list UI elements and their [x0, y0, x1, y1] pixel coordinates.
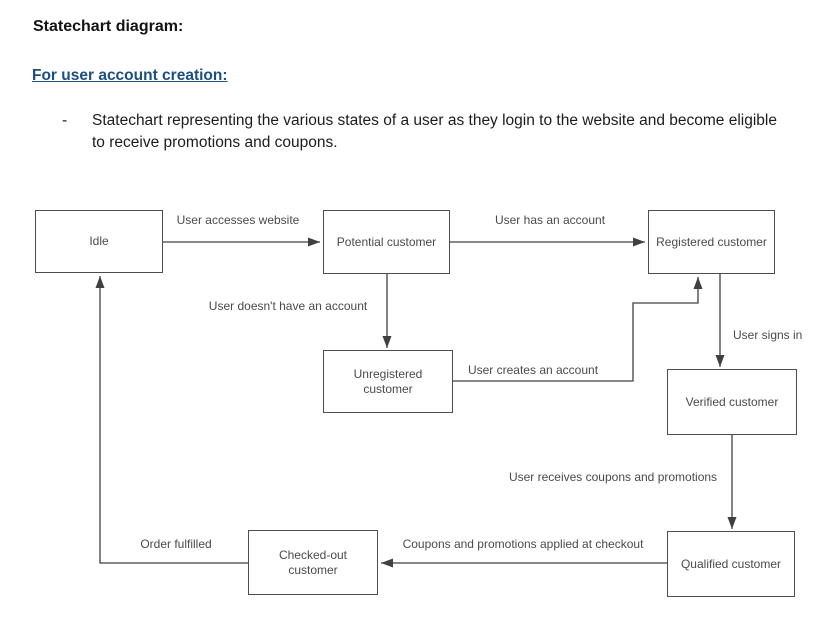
state-node-potential-customer: Potential customer [323, 210, 450, 274]
transition-label-user-signs-in: User signs in [733, 328, 803, 342]
state-label: Checked-out customer [278, 547, 348, 577]
transition-label-coupons-applied-at-checkout: Coupons and promotions applied at checko… [402, 537, 644, 551]
state-label: Potential customer [336, 234, 437, 249]
state-label: Verified customer [685, 394, 779, 409]
state-node-checked-out-customer: Checked-out customer [248, 530, 378, 595]
edge-unregistered-to-registered [453, 277, 703, 382]
state-label: Registered customer [656, 234, 767, 249]
state-label: Idle [89, 234, 109, 248]
state-label: Qualified customer [680, 556, 782, 571]
edge-checkedout-to-idle [95, 276, 248, 564]
page-title: Statechart diagram: [33, 18, 184, 35]
state-node-verified-customer: Verified customer [667, 369, 797, 435]
state-label: Unregistered customer [353, 366, 423, 396]
bullet-marker: - [62, 112, 68, 129]
state-node-idle: Idle [35, 210, 163, 273]
transition-label-user-accesses-website: User accesses website [176, 213, 300, 227]
state-node-registered-customer: Registered customer [648, 210, 775, 274]
transition-label-user-doesnt-have-an-account: User doesn't have an account [208, 299, 368, 313]
transition-label-user-receives-coupons: User receives coupons and promotions [508, 470, 718, 484]
bullet-item: - Statechart representing the various st… [62, 110, 792, 154]
transition-label-user-creates-an-account: User creates an account [467, 363, 599, 377]
section-heading: For user account creation: [32, 67, 228, 84]
state-node-qualified-customer: Qualified customer [667, 531, 795, 597]
transition-label-order-fulfilled: Order fulfilled [140, 537, 212, 551]
bullet-text: Statechart representing the various stat… [92, 112, 777, 151]
state-node-unregistered-customer: Unregistered customer [323, 350, 453, 413]
transition-label-user-has-an-account: User has an account [494, 213, 606, 227]
